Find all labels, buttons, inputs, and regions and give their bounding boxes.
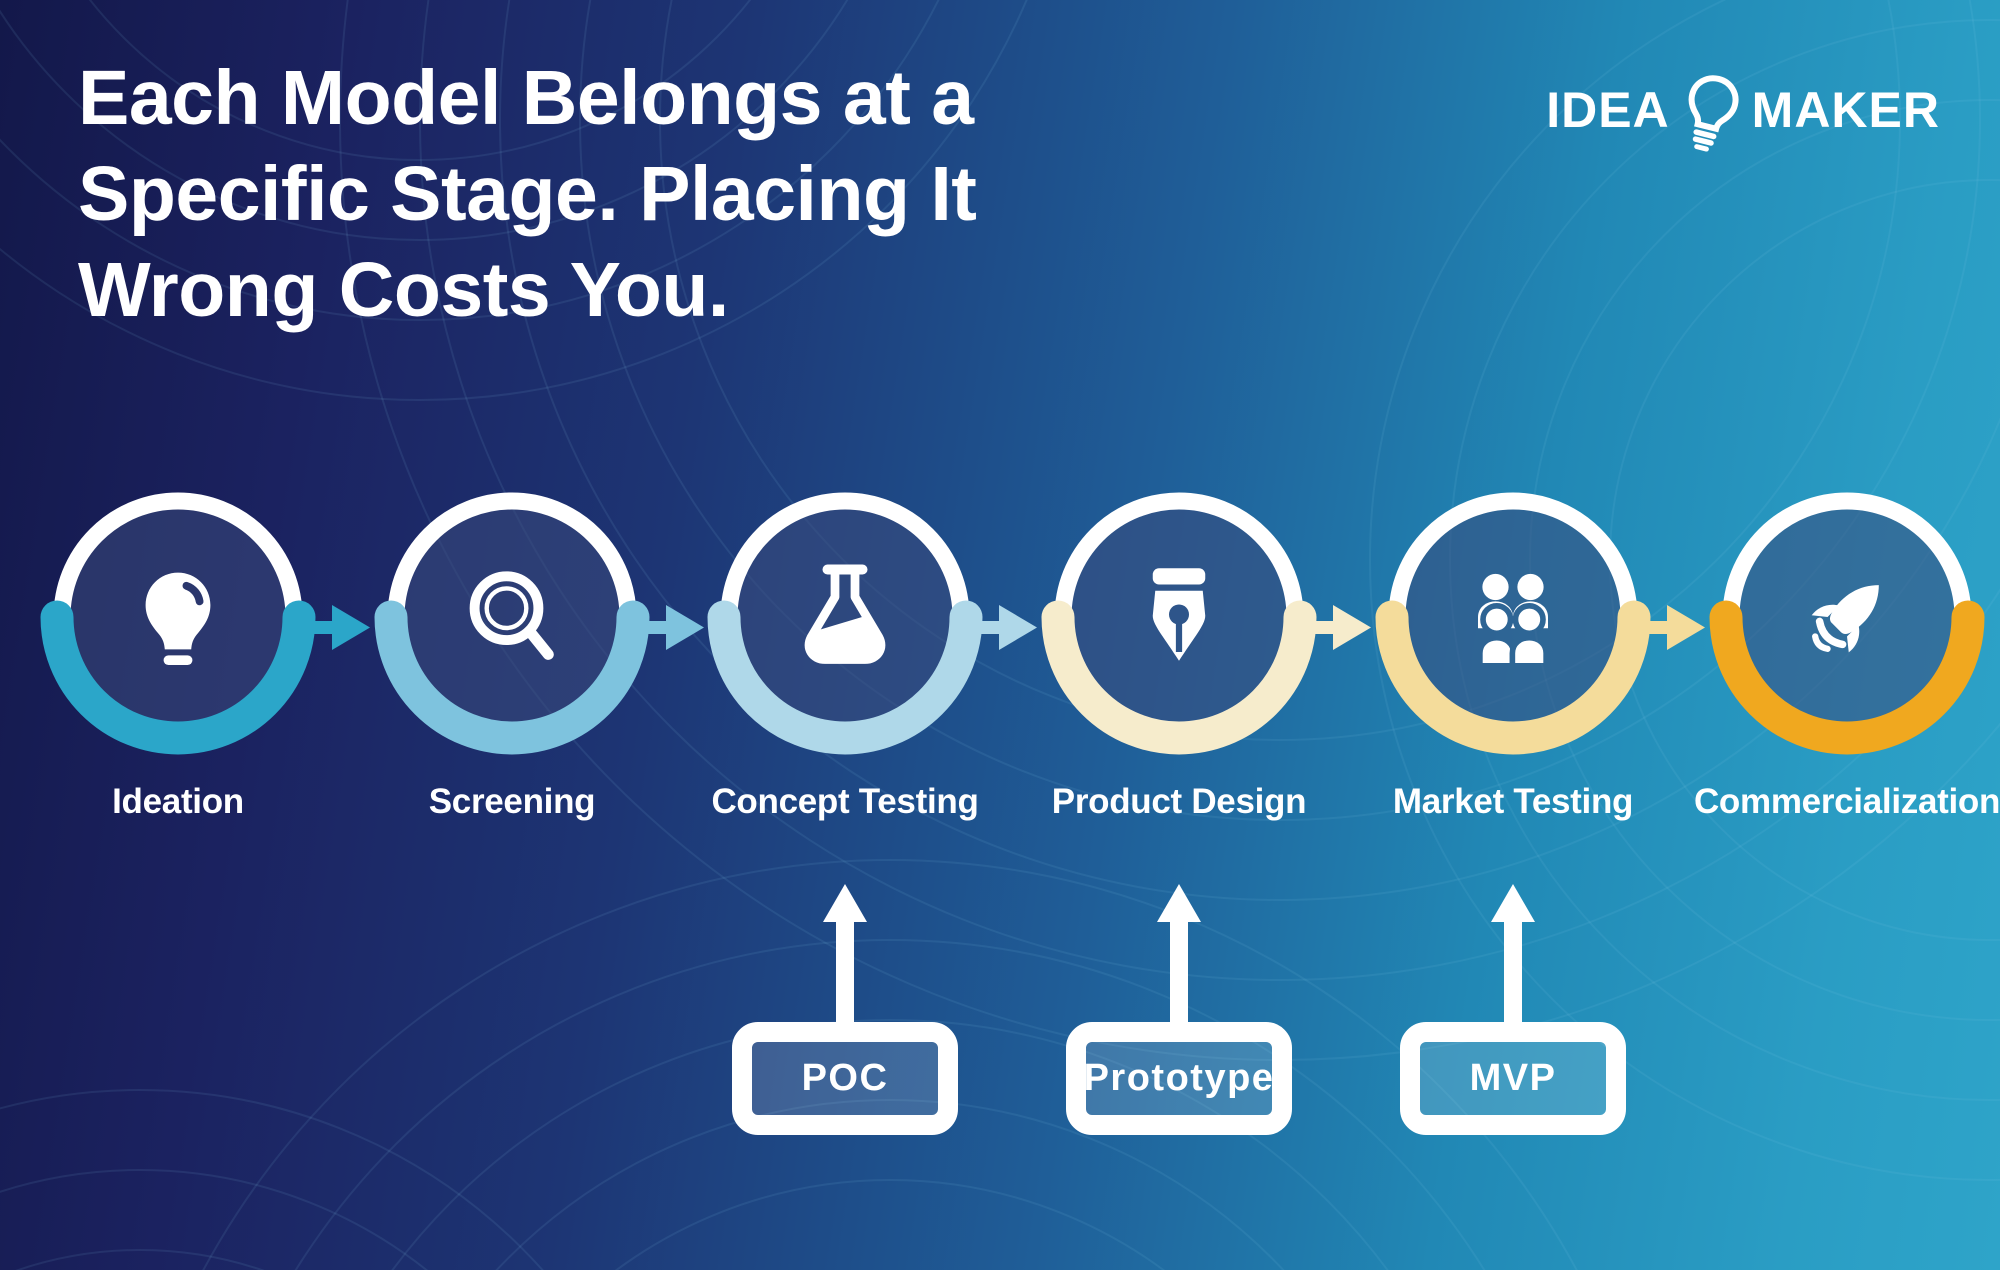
callout-arrow-prototype xyxy=(1157,884,1201,1027)
stage-circle-ideation xyxy=(40,492,316,755)
callout-arrow-mvp xyxy=(1491,884,1535,1027)
stage-label-concept-testing: Concept Testing xyxy=(711,782,979,821)
rocket-icon xyxy=(1811,585,1879,653)
stage-label-market-testing: Market Testing xyxy=(1392,782,1634,821)
stage-label-ideation: Ideation xyxy=(112,782,244,821)
stage-arc xyxy=(1041,600,1317,755)
stage-label-commercialization: Commercialization xyxy=(1693,782,2000,821)
brand-logo: IDEA MAKER xyxy=(1540,55,1940,165)
callout-box-mvp: MVP xyxy=(1400,1022,1626,1135)
stage-circle-market-testing xyxy=(1375,492,1651,755)
stage-circle-product-design xyxy=(1041,492,1317,755)
stage-arc xyxy=(1709,600,1985,755)
title-line-3: Wrong Costs You. xyxy=(78,247,729,333)
callout-box-prototype: Prototype xyxy=(1066,1022,1292,1135)
stage-arc xyxy=(1375,600,1651,755)
magnifier-icon xyxy=(469,571,554,660)
callout-label-poc: POC xyxy=(801,1057,889,1099)
logo-word-right: MAKER xyxy=(1751,82,1940,138)
pen-nib-icon xyxy=(1152,568,1206,661)
stage-circle-commercialization xyxy=(1709,492,1985,755)
callout-label-mvp: MVP xyxy=(1469,1057,1557,1099)
stage-label-product-design: Product Design xyxy=(1051,782,1307,821)
stage-label-screening: Screening xyxy=(428,782,596,821)
stage-circle-screening xyxy=(374,492,650,755)
flow-arrow-2 xyxy=(639,605,704,650)
flask-icon xyxy=(804,564,886,664)
stage-circle-concept-testing xyxy=(707,492,983,755)
flow-arrow-4 xyxy=(1306,605,1371,650)
lightbulb-icon xyxy=(106,545,250,689)
stage-arc xyxy=(374,600,650,755)
people-icon xyxy=(1438,542,1588,692)
stage-arc xyxy=(707,600,983,755)
title-line-2: Specific Stage. Placing It xyxy=(78,151,977,237)
page-title: Each Model Belongs at a Specific Stage. … xyxy=(78,50,977,338)
flow-arrow-1 xyxy=(305,605,370,650)
lightbulb-outline-icon xyxy=(1688,75,1739,152)
callout-label-prototype: Prototype xyxy=(1083,1057,1275,1099)
callout-box-poc: POC xyxy=(732,1022,958,1135)
flow-arrow-5 xyxy=(1640,605,1705,650)
callout-arrow-poc xyxy=(823,884,867,1027)
logo-word-left: IDEA xyxy=(1546,82,1670,138)
title-line-1: Each Model Belongs at a xyxy=(78,55,974,141)
stage-arc xyxy=(40,600,316,755)
flow-arrow-3 xyxy=(972,605,1037,650)
